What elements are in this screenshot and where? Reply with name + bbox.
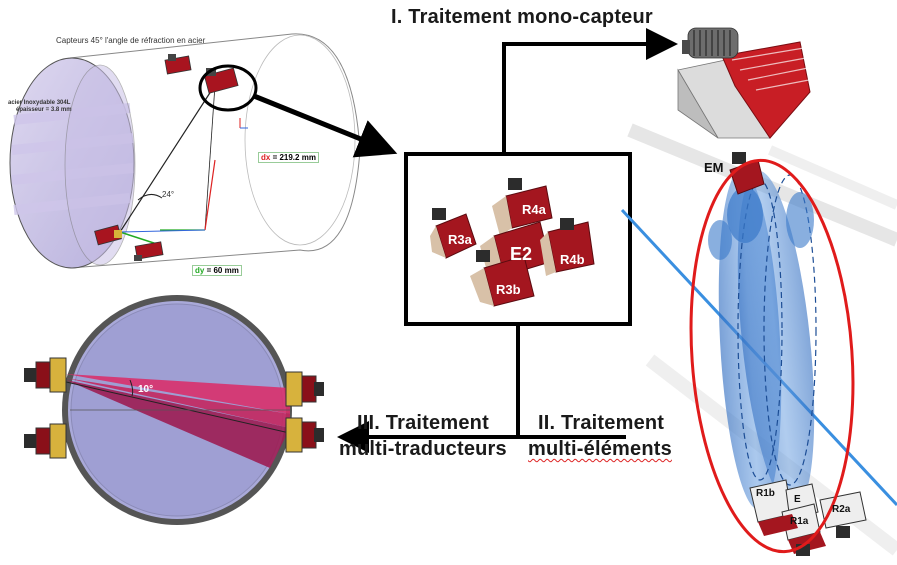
cross-sensor-left-top [24, 357, 67, 393]
pipe-sensor-top-left [164, 54, 192, 75]
pipe-material-line1: acier Inoxydable 304L [8, 100, 71, 106]
pipe-material-line2: épaisseur = 3.8 mm [16, 107, 72, 113]
dy-label: dy [195, 266, 205, 275]
array-label-r4a: R4a [522, 202, 546, 217]
array-label-r4b: R4b [560, 252, 585, 267]
pipe-caption: Capteurs 45° l'angle de réfraction en ac… [56, 36, 206, 45]
beam-lobes [708, 170, 817, 510]
dx-label: dx [261, 153, 271, 162]
beam-highlight-ellipse [689, 158, 855, 554]
cross-sensor-right-top [285, 371, 324, 407]
arrow-to-mono [502, 28, 678, 152]
beam-label-em: EM [704, 160, 724, 175]
stage-multi-elements-line1: II. Traitement [538, 412, 665, 434]
pipe-angle-label: 24° [162, 190, 175, 199]
center-sensor-array [430, 178, 595, 307]
array-label-r3a: R3a [448, 232, 472, 247]
dy-value: = 60 mm [204, 266, 239, 275]
array-label-e2: E2 [510, 244, 533, 264]
beam-field [620, 123, 897, 556]
arrow-pipe-to-array [253, 93, 398, 158]
pipe-sensor-bottom-right [134, 241, 164, 261]
array-label-r3b: R3b [496, 282, 521, 297]
stage-multi-traducteurs-line1: III. Traitement [357, 412, 489, 434]
pipe-illustration [9, 33, 361, 269]
beam-label-r1b: R1b [756, 488, 775, 499]
cross-sensor-right-bottom [285, 417, 324, 453]
stage-multi-traducteurs-line2: multi-traducteurs [339, 438, 507, 460]
mono-sensor-block [677, 27, 811, 139]
dx-value: = 219.2 mm [270, 153, 316, 162]
cross-sensor-left-bottom [24, 423, 67, 459]
connector-gear-icon [682, 27, 739, 59]
pipe-sensor-bottom-left [94, 224, 122, 246]
stage-multi-elements-line2: multi-éléments [528, 438, 672, 460]
stage-mono-label: I. Traitement mono-capteur [391, 6, 653, 28]
cross-section-angle: 10° [138, 384, 154, 395]
dx-readout: dx = 219.2 mm [258, 152, 319, 163]
cross-section [24, 295, 324, 525]
beam-label-r2a: R2a [832, 504, 851, 515]
beam-label-r1a: R1a [790, 516, 809, 527]
beam-label-e: E [794, 494, 801, 505]
highlight-circle [198, 64, 258, 112]
dy-readout: dy = 60 mm [192, 265, 242, 276]
